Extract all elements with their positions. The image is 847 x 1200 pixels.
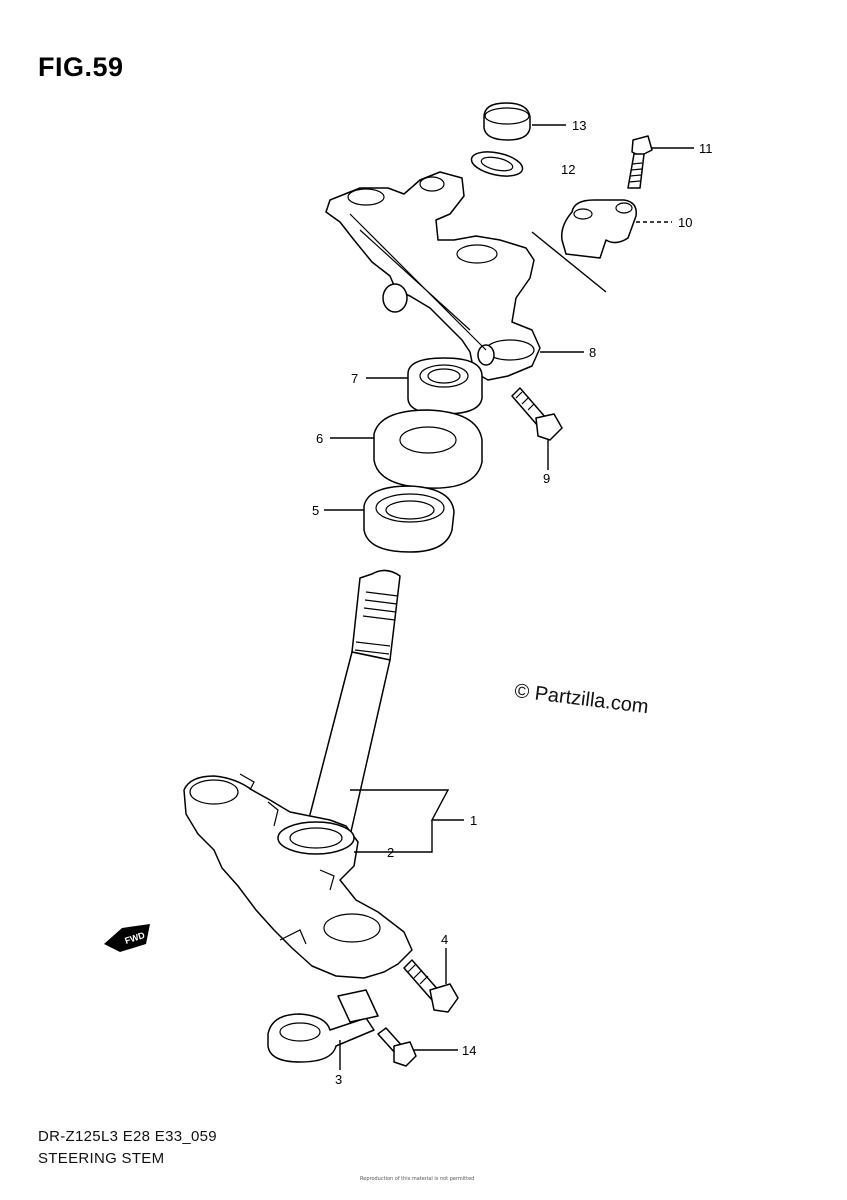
callout-4: 4 (441, 932, 448, 947)
callout-5: 5 (312, 503, 319, 518)
part-9-bolt (511, 387, 563, 441)
callout-2: 2 (387, 845, 394, 860)
figure-title: FIG.59 (38, 52, 124, 82)
model-code: DR-Z125L3 E28 E33_059 (38, 1128, 217, 1145)
leader-lines (324, 124, 694, 1070)
part-3-hose-clamp (267, 989, 379, 1063)
callout-7: 7 (351, 371, 358, 386)
callout-9: 9 (543, 471, 550, 486)
part-7-stem-nut (407, 357, 483, 415)
section-name: STEERING STEM (38, 1150, 165, 1167)
callout-labels: 13 12 11 10 8 7 6 5 9 1 2 4 3 14 (312, 118, 713, 1087)
callout-12: 12 (561, 162, 575, 177)
callout-8: 8 (589, 345, 596, 360)
part-14-bolt (377, 1027, 417, 1067)
fwd-arrow-icon: FWD (104, 924, 150, 952)
callout-13: 13 (572, 118, 586, 133)
part-13-stem-cap (483, 102, 531, 141)
part-12-washer (470, 151, 524, 177)
callout-1: 1 (470, 813, 477, 828)
small-print: Reproduction of this material is not per… (360, 1176, 475, 1182)
callout-3: 3 (335, 1072, 342, 1087)
part-4-bolt (403, 959, 459, 1013)
part-8-upper-bracket (325, 171, 541, 381)
part-11-holder-bolt (627, 135, 653, 189)
part-10-handlebar-holder (560, 199, 637, 259)
part-6-dust-seal (373, 409, 483, 489)
callout-14: 14 (462, 1043, 476, 1058)
callout-6: 6 (316, 431, 323, 446)
part-1-steering-stem (183, 569, 413, 979)
callout-11: 11 (699, 141, 713, 156)
part-5-steering-bearing (363, 485, 455, 553)
callout-10: 10 (678, 215, 692, 230)
